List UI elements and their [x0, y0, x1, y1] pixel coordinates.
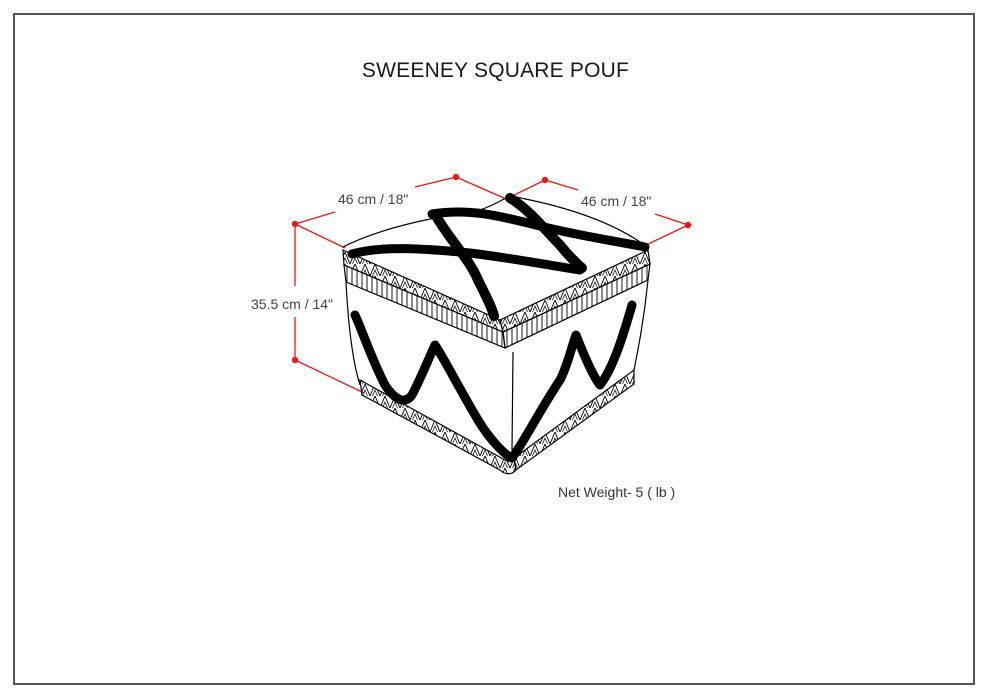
dimension-lines — [294, 176, 689, 394]
width-dimension-label: 46 cm / 18" — [338, 191, 409, 207]
pouf-pattern-stripes — [347, 193, 650, 463]
height-dimension-label: 35.5 cm / 14" — [251, 296, 334, 312]
product-title: SWEENEY SQUARE POUF — [361, 59, 630, 82]
page-border — [13, 13, 975, 685]
dimension-markers — [291, 173, 692, 364]
net-weight-label: Net Weight- 5 ( lb ) — [558, 484, 676, 500]
depth-dimension-label: 46 cm / 18" — [581, 193, 652, 209]
